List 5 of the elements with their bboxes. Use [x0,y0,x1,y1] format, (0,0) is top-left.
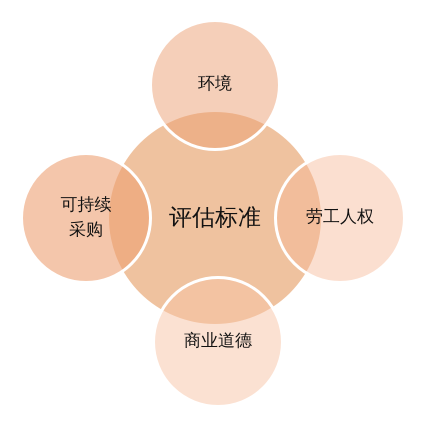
node-label: 劳工人权 [306,206,374,230]
node-label: 商业道德 [184,330,252,354]
node-label: 可持续采购 [60,194,112,242]
node-label: 环境 [198,73,232,96]
node-label: 评估标准 [169,204,261,233]
